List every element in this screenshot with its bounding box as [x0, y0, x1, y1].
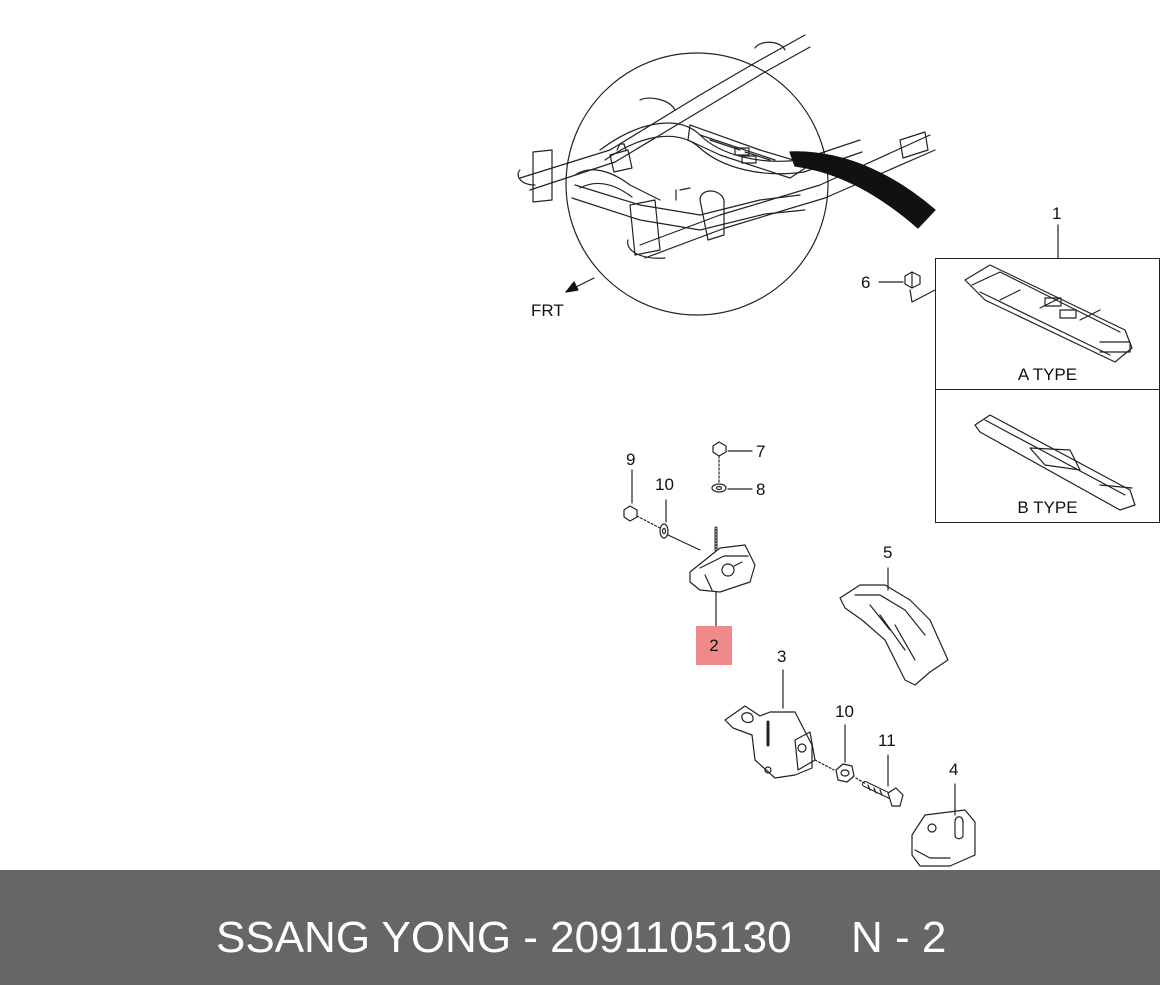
callout-2: 2	[709, 635, 719, 655]
callout-10-upper: 10	[655, 475, 674, 494]
nut-part-10-lower	[835, 724, 855, 783]
exploded-parts-diagram	[517, 34, 1136, 867]
b-type-crossmember	[974, 414, 1136, 511]
callout-1: 1	[1052, 204, 1062, 223]
callout-7: 7	[756, 442, 766, 461]
callout-9: 9	[626, 450, 636, 469]
a-type-box: A TYPE	[935, 258, 1160, 390]
bolt-part-11	[862, 754, 904, 807]
callout-4: 4	[949, 760, 959, 779]
washer-part-8	[711, 483, 753, 493]
bracket-part-4	[911, 783, 976, 867]
direction-label-frt: FRT	[531, 301, 564, 320]
chassis-frame-illustration	[517, 34, 936, 316]
b-type-label: B TYPE	[1017, 498, 1078, 517]
bracket-part-5	[839, 567, 949, 686]
highlighted-callout-2: 2	[696, 626, 732, 665]
b-type-box: B TYPE	[935, 389, 1160, 523]
callout-5: 5	[883, 543, 893, 562]
callout-6: 6	[861, 273, 871, 292]
callout-10-lower: 10	[835, 702, 854, 721]
washer-part-10-upper	[659, 499, 669, 539]
bracket-part-3	[724, 669, 816, 779]
nut-part-7	[712, 441, 753, 457]
callout-3: 3	[777, 647, 787, 666]
engine-mount-part-2	[689, 526, 756, 627]
part-number-text: SSANG YONG - 2091105130	[216, 913, 792, 962]
nut-part-6	[878, 271, 936, 303]
callout-8: 8	[756, 480, 766, 499]
a-type-crossmember	[964, 264, 1133, 363]
a-type-label: A TYPE	[1017, 365, 1078, 384]
callout-11: 11	[878, 731, 896, 750]
footer-bar: SSANG YONG - 2091105130 N - 2	[0, 870, 1160, 985]
nut-part-9	[623, 469, 638, 522]
page-indicator: N - 2	[851, 913, 947, 962]
